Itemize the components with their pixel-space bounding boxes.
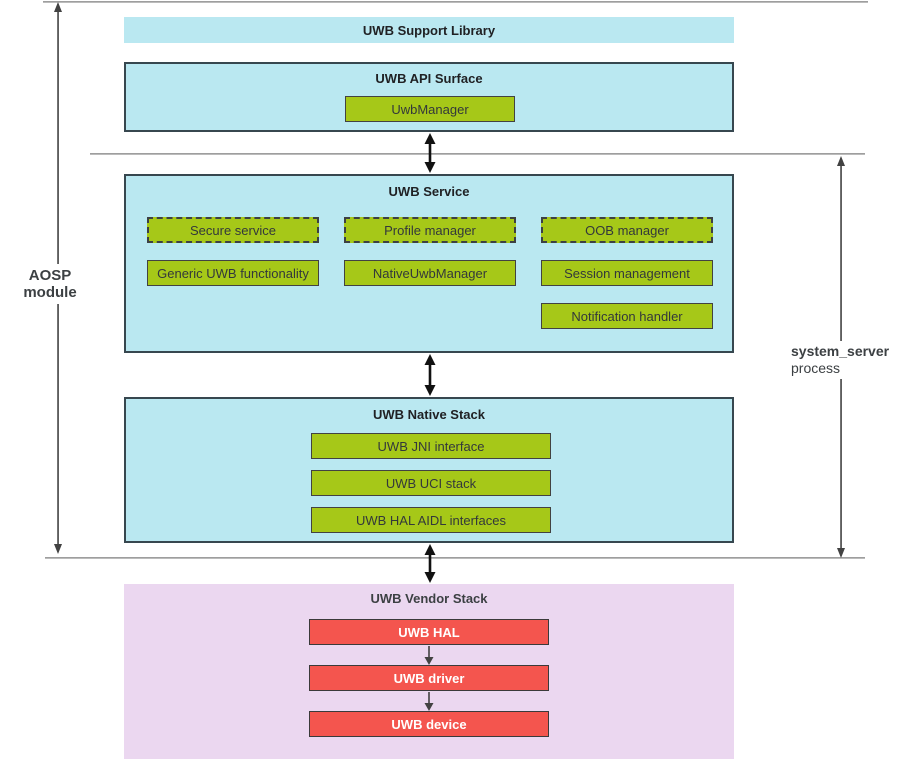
system-server-top-separator [90,153,865,155]
aosp-module-label: AOSP module [2,264,98,304]
generic-uwb-functionality-module: Generic UWB functionality [147,260,319,286]
generic-uwb-functionality-label: Generic UWB functionality [157,265,309,281]
uwb-device-label: UWB device [391,716,467,732]
uwb-uci-stack-module: UWB UCI stack [311,470,551,496]
secure-service-label: Secure service [190,222,276,238]
uwb-hal-module: UWB HAL [309,619,549,645]
uwbmanager-module: UwbManager [345,96,515,122]
uwb-support-library-block: UWB Support Library [124,17,734,43]
session-management-label: Session management [564,265,690,281]
top-separator [43,1,868,3]
driver-device-arrow [424,692,434,711]
nativeuwbmanager-module: NativeUwbManager [344,260,516,286]
system-server-label: system_server process [791,341,891,379]
system-server-label-line1: system_server [791,343,890,359]
uwb-uci-stack-label: UWB UCI stack [385,475,477,491]
uwb-support-library-title: UWB Support Library [362,22,496,38]
nativeuwbmanager-label: NativeUwbManager [372,265,488,281]
session-management-module: Session management [541,260,713,286]
profile-manager-module: Profile manager [344,217,516,243]
uwb-api-surface-title: UWB API Surface [375,71,483,86]
uwb-hal-aidl-interfaces-label: UWB HAL AIDL interfaces [355,512,507,528]
oob-manager-label: OOB manager [585,222,669,238]
uwb-hal-label: UWB HAL [398,624,460,640]
system-server-label-line2: process [791,360,841,376]
oob-manager-module: OOB manager [541,217,713,243]
uwb-native-stack-block: UWB Native Stack UWB JNI interface UWB U… [124,397,734,543]
secure-service-module: Secure service [147,217,319,243]
uwb-hal-aidl-interfaces-module: UWB HAL AIDL interfaces [311,507,551,533]
hal-driver-arrow [424,646,434,665]
api-service-arrow [424,133,436,173]
uwb-jni-interface-label: UWB JNI interface [377,438,485,454]
notification-handler-label: Notification handler [571,308,683,324]
uwb-jni-interface-module: UWB JNI interface [311,433,551,459]
uwb-native-stack-title: UWB Native Stack [373,407,485,422]
vendor-separator [45,557,865,559]
service-native-arrow [424,354,436,396]
uwb-driver-label: UWB driver [393,670,465,686]
uwb-service-title: UWB Service [388,184,470,199]
uwb-vendor-stack-title: UWB Vendor Stack [370,591,488,606]
uwb-device-module: UWB device [309,711,549,737]
uwb-service-block: UWB Service Secure service Profile manag… [124,174,734,353]
uwbmanager-label: UwbManager [391,101,469,117]
profile-manager-label: Profile manager [384,222,476,238]
uwb-driver-module: UWB driver [309,665,549,691]
notification-handler-module: Notification handler [541,303,713,329]
native-vendor-arrow [424,544,436,583]
uwb-vendor-stack-block: UWB Vendor Stack UWB HAL UWB driver UWB … [124,584,734,759]
uwb-api-surface-block: UWB API Surface UwbManager [124,62,734,132]
